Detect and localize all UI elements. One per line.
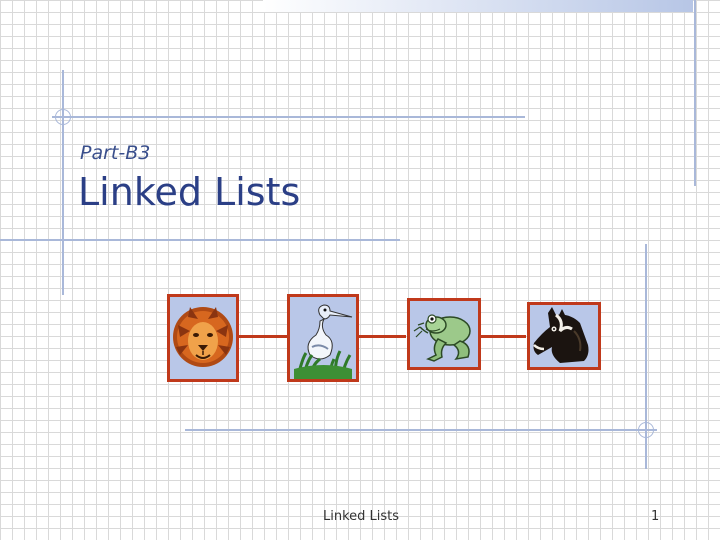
heron-icon <box>294 304 353 379</box>
link-heron-frog <box>358 335 406 338</box>
decor-line-right-top-vertical <box>694 0 696 186</box>
decor-line-upper-horizontal <box>52 116 525 118</box>
horse-node <box>527 302 601 370</box>
footer-label: Linked Lists <box>323 509 400 524</box>
decor-line-lower-horizontal <box>185 429 657 431</box>
link-lion-heron <box>239 335 287 338</box>
page-number: 1 <box>651 509 660 524</box>
lion-node <box>167 294 239 382</box>
slide-title: Linked Lists <box>78 170 301 214</box>
frog-node <box>407 298 481 370</box>
decor-line-right-vertical <box>645 244 647 469</box>
frog-icon <box>413 314 471 362</box>
link-frog-horse <box>478 335 526 338</box>
decor-line-left-vertical <box>62 70 64 295</box>
slide-subtitle: Part-B3 <box>80 142 151 164</box>
decor-circle-lower <box>638 422 654 438</box>
decor-line-title-underline <box>0 239 400 241</box>
horse-icon <box>533 307 589 363</box>
lion-icon <box>173 307 233 367</box>
decor-circle-upper <box>55 109 71 125</box>
heron-node <box>287 294 359 382</box>
top-gradient-band <box>263 0 693 12</box>
